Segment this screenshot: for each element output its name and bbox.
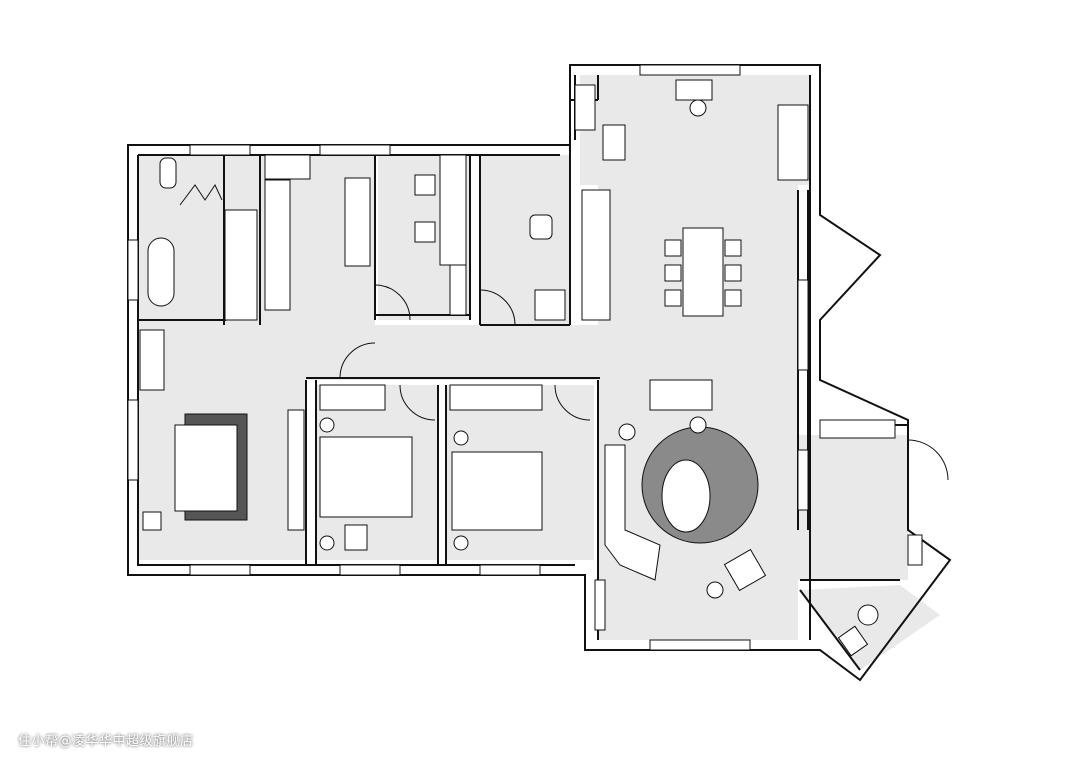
cabinets-wardrobes: [139, 84, 923, 631]
bed-2: [319, 436, 413, 518]
toilet-2: [529, 214, 553, 240]
bathtub: [147, 237, 175, 307]
windows: [127, 64, 751, 651]
bed-3: [451, 451, 543, 531]
furniture: [142, 79, 879, 657]
dining-table: [682, 227, 724, 317]
tv-console: [649, 379, 713, 411]
coffee-table: [661, 459, 711, 533]
armchair: [723, 548, 767, 592]
sofa: [604, 444, 661, 581]
doors: [179, 183, 949, 481]
toilet: [159, 157, 177, 189]
bed-master: [174, 424, 238, 512]
watermark: 住小帮@凌华华中超级旗舰店: [18, 734, 194, 749]
